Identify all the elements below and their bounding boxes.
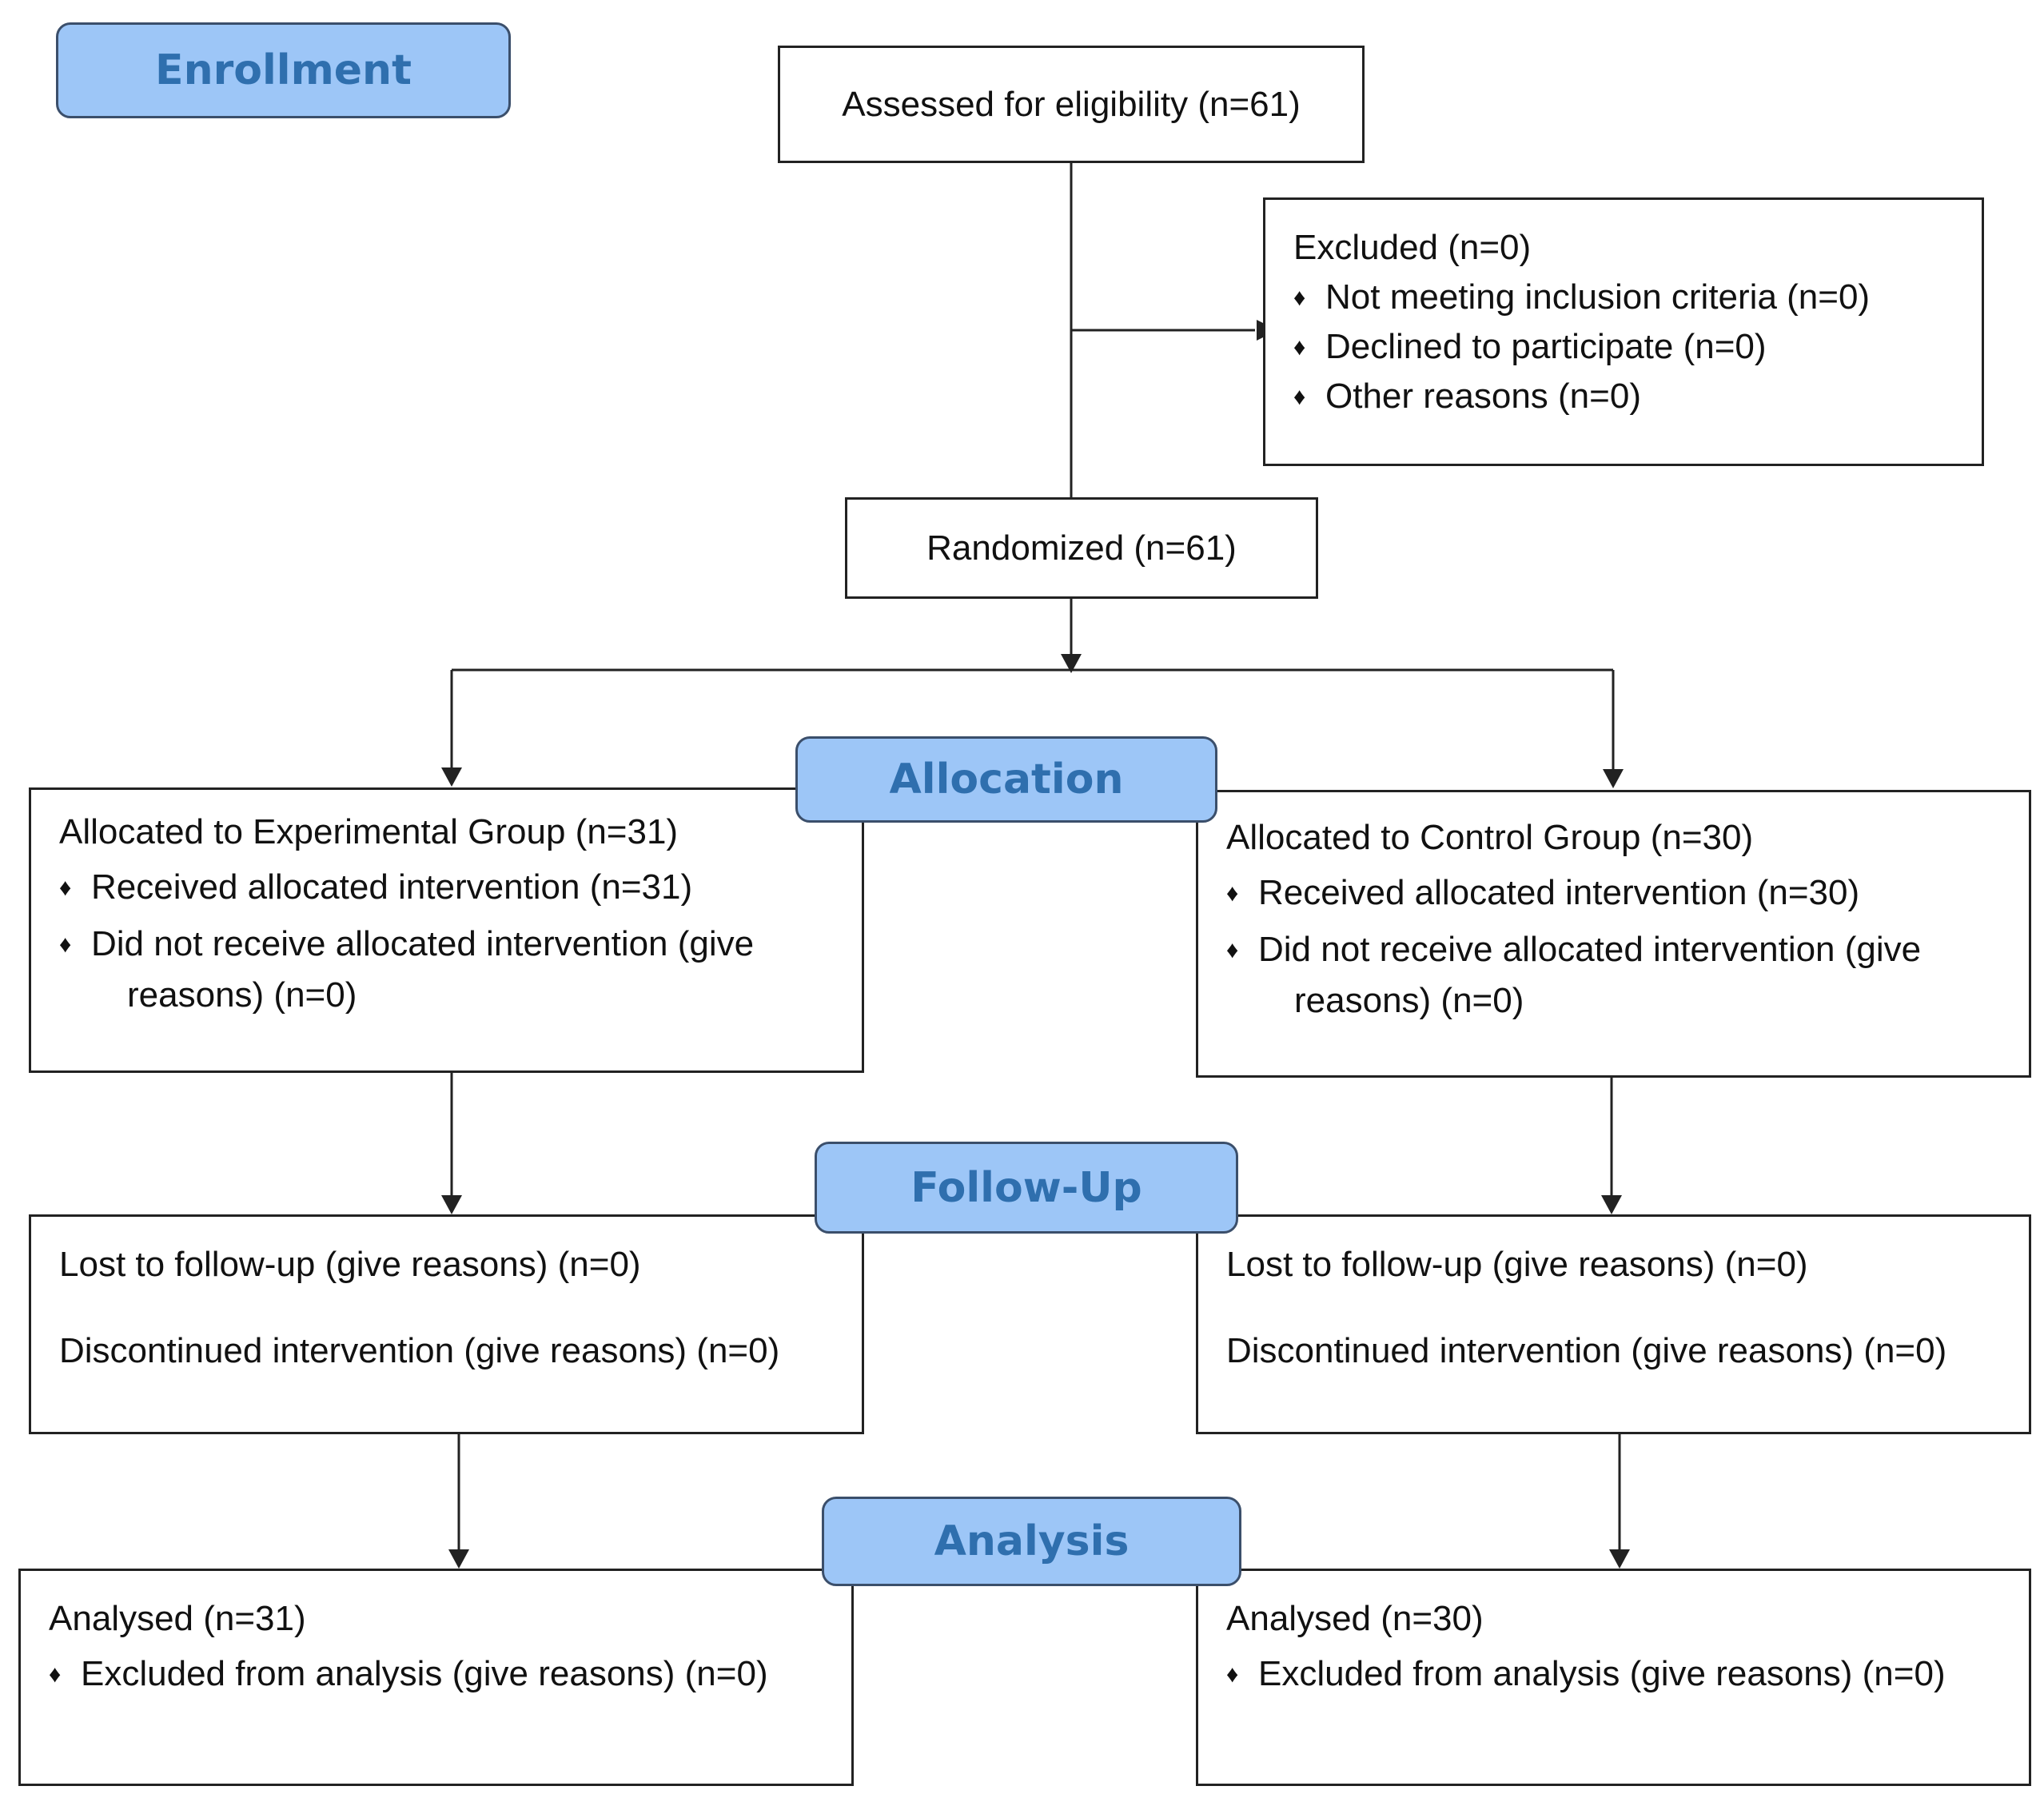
- experimental-received: ♦ Received allocated intervention (n=31): [59, 867, 692, 908]
- experimental-not-received-cont: reasons) (n=0): [127, 975, 357, 1015]
- randomized-label: Randomized (n=61): [926, 528, 1237, 568]
- control-allocation-title: Allocated to Control Group (n=30): [1226, 818, 1754, 857]
- control-received-label: Received allocated intervention (n=30): [1258, 873, 1860, 912]
- experimental-analysis-box: Analysed (n=31) ♦ Excluded from analysis …: [18, 1569, 854, 1786]
- control-allocation-box: Allocated to Control Group (n=30) ♦ Recei…: [1196, 790, 2031, 1078]
- experimental-analysis-excluded: ♦ Excluded from analysis (give reasons) (…: [49, 1654, 768, 1695]
- diamond-bullet-icon: ♦: [1293, 285, 1306, 311]
- diamond-bullet-icon: ♦: [49, 1661, 62, 1688]
- diamond-bullet-icon: ♦: [1293, 384, 1306, 410]
- arrowhead-exp-analysis: [448, 1549, 469, 1569]
- phase-follow-up: Follow-Up: [815, 1142, 1238, 1234]
- assessed-box: Assessed for eligibility (n=61): [778, 46, 1365, 163]
- control-not-received-cont: reasons) (n=0): [1294, 981, 1524, 1020]
- arrowhead-randomized: [1061, 654, 1082, 673]
- experimental-analysed-label: Analysed (n=31): [49, 1599, 306, 1638]
- diamond-bullet-icon: ♦: [59, 875, 72, 901]
- excluded-item-label: Other reasons (n=0): [1325, 377, 1641, 416]
- control-followup-box: Lost to follow-up (give reasons) (n=0) D…: [1196, 1214, 2031, 1434]
- experimental-received-label: Received allocated intervention (n=31): [91, 867, 693, 907]
- diamond-bullet-icon: ♦: [1226, 1661, 1239, 1688]
- excluded-item-label: Declined to participate (n=0): [1325, 327, 1767, 366]
- phase-analysis: Analysis: [822, 1497, 1241, 1586]
- excluded-item: ♦ Declined to participate (n=0): [1293, 327, 1767, 368]
- control-not-received: ♦ Did not receive allocated intervention …: [1226, 930, 1921, 971]
- diamond-bullet-icon: ♦: [59, 931, 72, 958]
- randomized-box: Randomized (n=61): [845, 497, 1318, 599]
- arrowhead-exp-allocation: [441, 767, 462, 787]
- arrowhead-ctl-allocation: [1603, 769, 1624, 788]
- excluded-item-label: Not meeting inclusion criteria (n=0): [1325, 277, 1871, 317]
- control-analysis-excluded: ♦ Excluded from analysis (give reasons) (…: [1226, 1654, 1946, 1695]
- arrowhead-ctl-followup: [1601, 1195, 1622, 1214]
- diamond-bullet-icon: ♦: [1293, 334, 1306, 361]
- diamond-bullet-icon: ♦: [1226, 937, 1239, 963]
- control-analysis-box: Analysed (n=30) ♦ Excluded from analysis …: [1196, 1569, 2031, 1786]
- control-discontinued-label: Discontinued intervention (give reasons)…: [1226, 1331, 1947, 1370]
- control-analysis-excluded-label: Excluded from analysis (give reasons) (n…: [1258, 1654, 1946, 1693]
- excluded-box: Excluded (n=0) ♦ Not meeting inclusion cr…: [1263, 197, 1984, 466]
- experimental-lost-label: Lost to follow-up (give reasons) (n=0): [59, 1245, 641, 1284]
- excluded-item: ♦ Not meeting inclusion criteria (n=0): [1293, 277, 1870, 318]
- control-analysed-label: Analysed (n=30): [1226, 1599, 1484, 1638]
- diamond-bullet-icon: ♦: [1226, 880, 1239, 907]
- control-not-received-label: Did not receive allocated intervention (…: [1258, 930, 1922, 969]
- experimental-analysis-excluded-label: Excluded from analysis (give reasons) (n…: [81, 1654, 768, 1693]
- experimental-not-received: ♦ Did not receive allocated intervention …: [59, 924, 754, 965]
- arrowhead-ctl-analysis: [1609, 1549, 1630, 1569]
- excluded-title: Excluded (n=0): [1293, 228, 1532, 267]
- arrowhead-exp-followup: [441, 1195, 462, 1214]
- experimental-followup-box: Lost to follow-up (give reasons) (n=0) D…: [29, 1214, 864, 1434]
- control-lost-label: Lost to follow-up (give reasons) (n=0): [1226, 1245, 1808, 1284]
- assessed-label: Assessed for eligibility (n=61): [842, 84, 1301, 124]
- experimental-discontinued-label: Discontinued intervention (give reasons)…: [59, 1331, 780, 1370]
- excluded-item: ♦ Other reasons (n=0): [1293, 377, 1641, 417]
- phase-enrollment: Enrollment: [56, 22, 511, 118]
- control-received: ♦ Received allocated intervention (n=30): [1226, 873, 1859, 914]
- experimental-not-received-label: Did not receive allocated intervention (…: [91, 924, 755, 963]
- experimental-allocation-title: Allocated to Experimental Group (n=31): [59, 812, 679, 851]
- phase-allocation: Allocation: [795, 736, 1217, 823]
- experimental-allocation-box: Allocated to Experimental Group (n=31) ♦…: [29, 787, 864, 1073]
